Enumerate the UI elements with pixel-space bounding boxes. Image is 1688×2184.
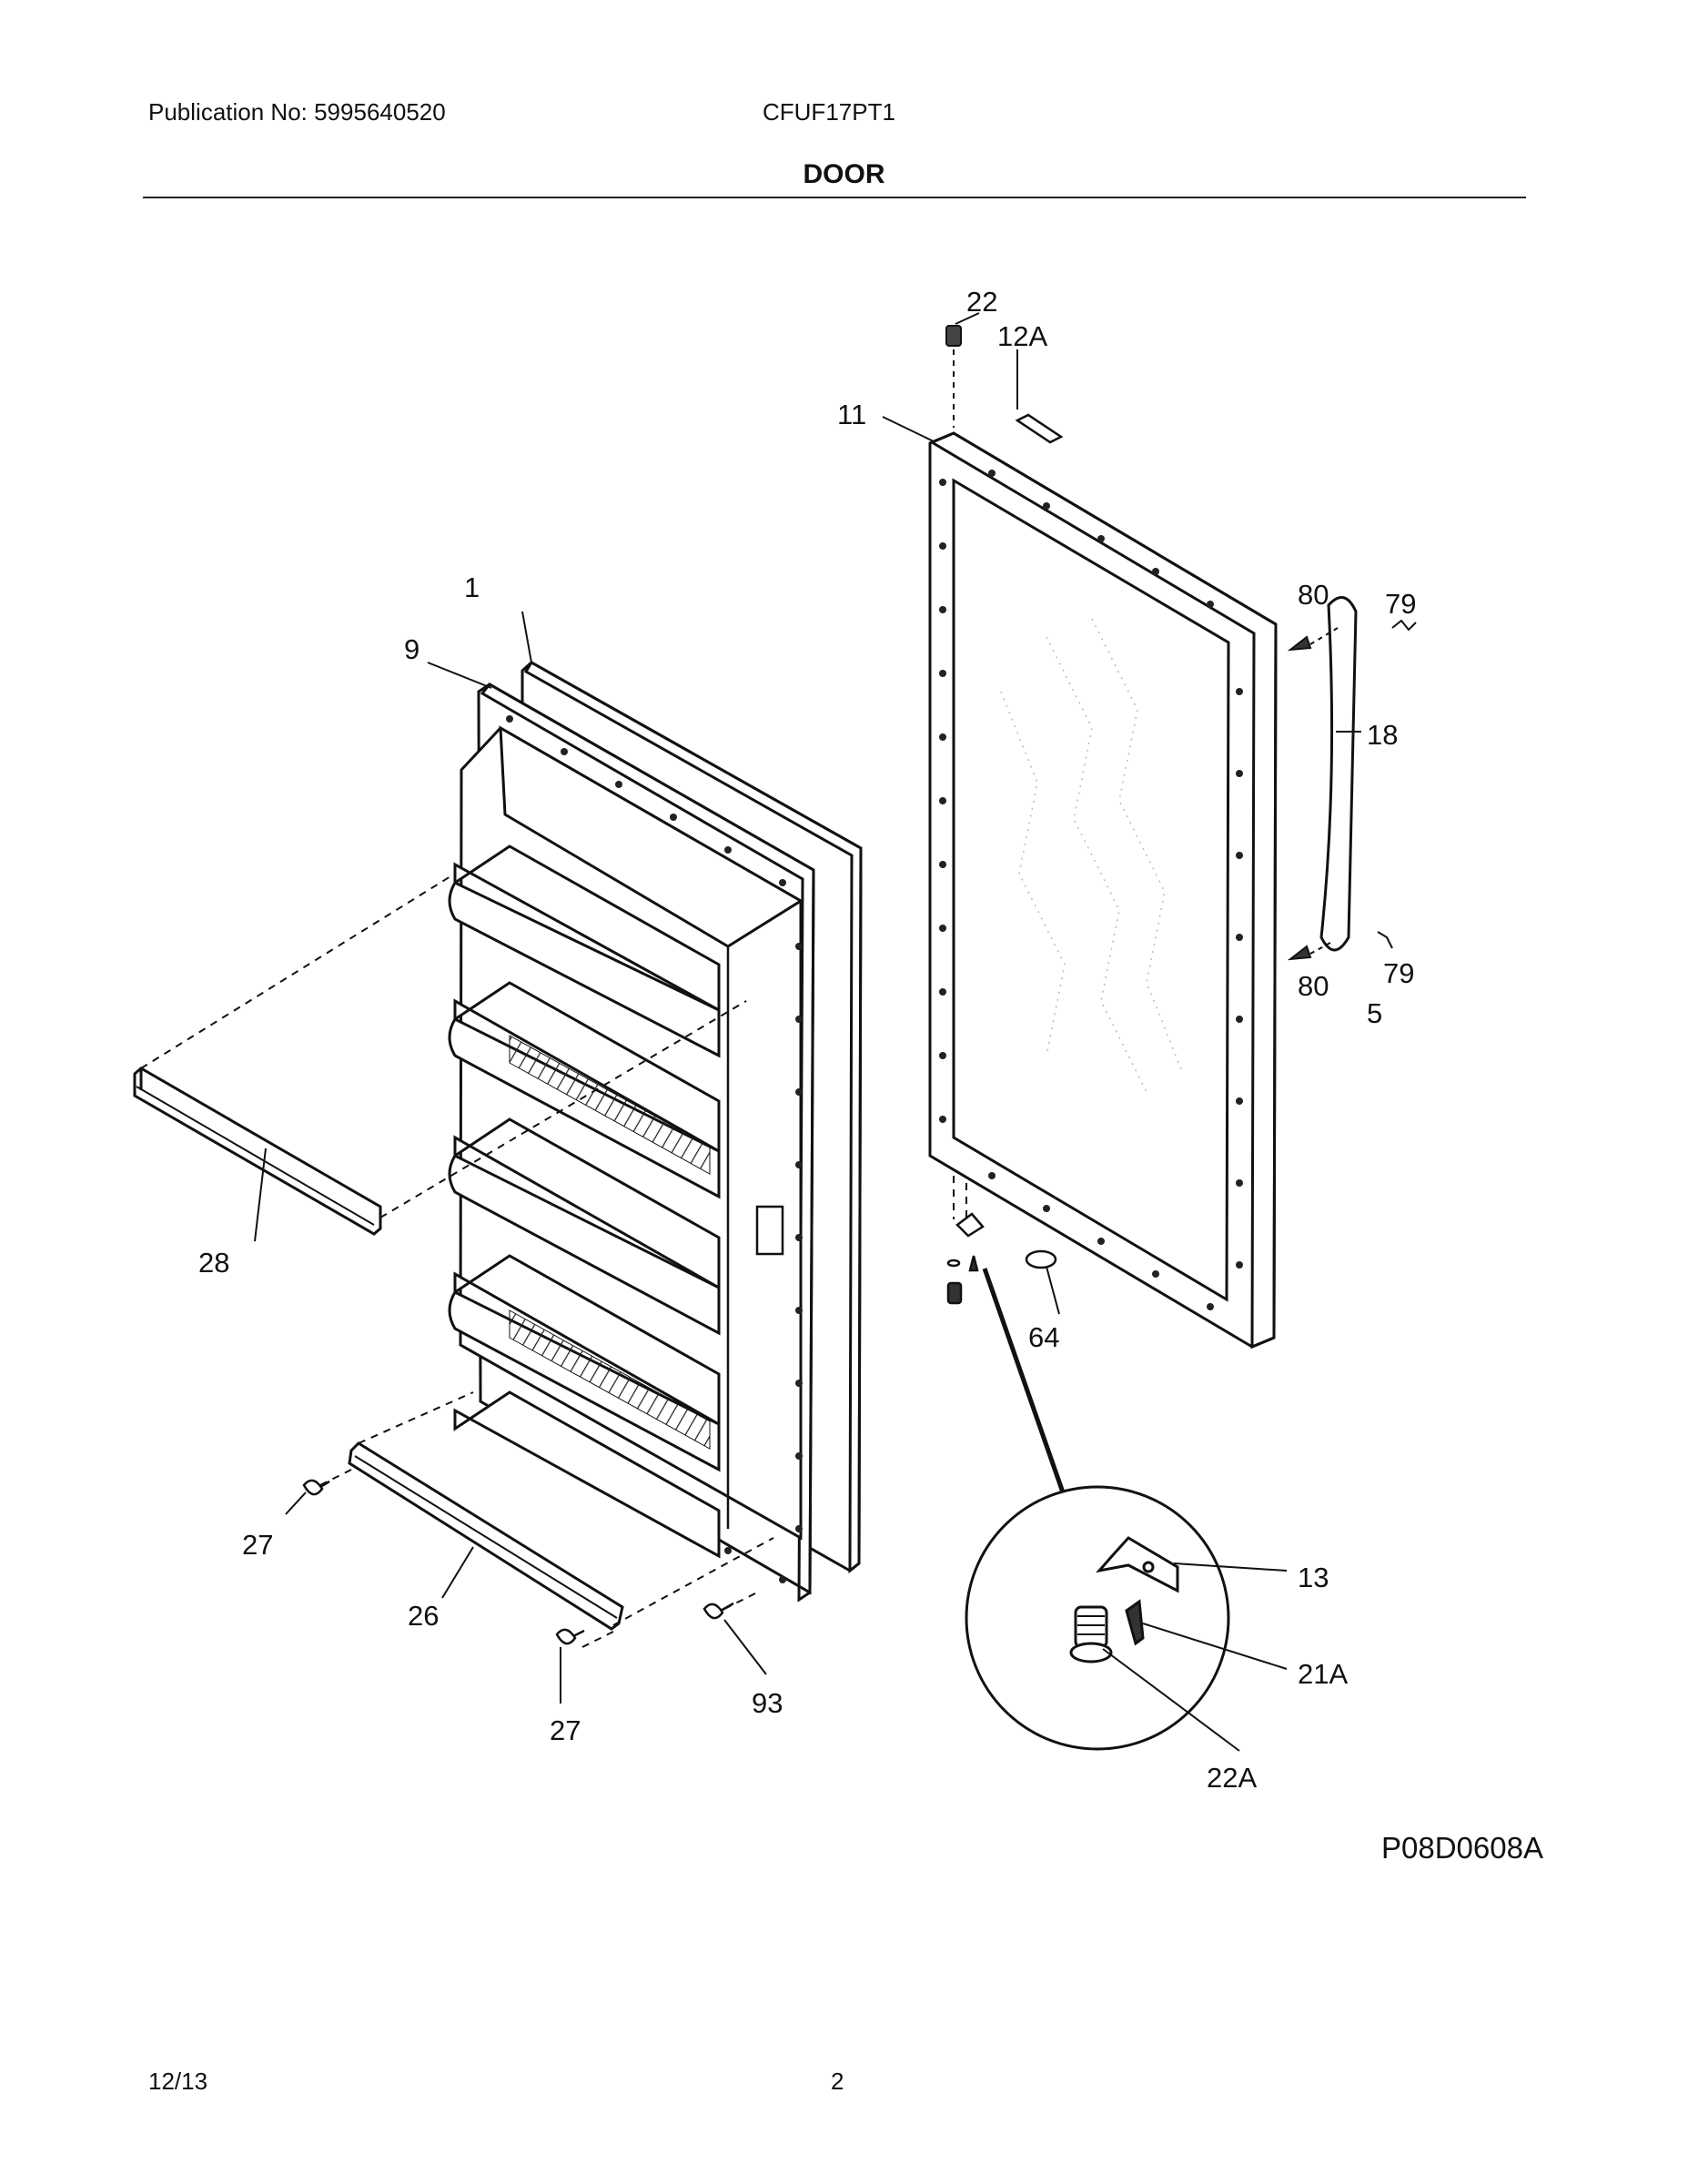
callout-79-top: 79 [1385,588,1416,620]
door-label [1015,413,1064,444]
callout-64: 64 [1028,1321,1059,1353]
handle-screw-top [1287,627,1339,652]
callout-18: 18 [1367,719,1398,751]
header-divider [143,197,1526,198]
model-number: CFUF17PT1 [763,98,895,126]
callout-80-bottom: 80 [1298,970,1329,1002]
publication-number: Publication No: 5995640520 [148,98,446,126]
hinge-detail-view [965,1268,1230,1751]
callout-22: 22 [966,286,997,318]
page-title: DOOR [803,159,885,189]
footer-date: 12/13 [148,2068,208,2095]
callout-1: 1 [464,571,480,603]
callout-21a: 21A [1298,1658,1348,1690]
shelf-bar-upper [133,1067,382,1236]
push-pin-bottom [555,1628,585,1645]
figure-code: P08D0608A [1381,1831,1543,1865]
push-pin-left [302,1479,330,1496]
callout-9: 9 [404,633,419,665]
stop-washer [1025,1249,1057,1269]
callout-26: 26 [408,1600,439,1632]
callout-28: 28 [198,1247,229,1279]
callout-13: 13 [1298,1562,1329,1593]
callout-79-bottom: 79 [1383,957,1414,989]
hinge-parts [946,1212,985,1305]
door-handle [1319,596,1358,952]
door-shelves [448,844,721,1559]
callout-27-left: 27 [242,1529,273,1561]
callout-80-top: 80 [1298,579,1329,611]
cap-plug [945,325,962,428]
outer-door-panel [928,431,1278,1350]
handle-screw-bottom [1287,942,1331,961]
callout-5: 5 [1367,997,1382,1029]
callout-12a: 12A [997,320,1047,352]
callout-22a: 22A [1207,1762,1257,1794]
callout-11: 11 [837,399,866,430]
callout-93: 93 [752,1687,783,1719]
page-number: 2 [831,2068,844,2095]
liner-screw [702,1602,734,1620]
callout-27-bottom: 27 [550,1714,581,1746]
